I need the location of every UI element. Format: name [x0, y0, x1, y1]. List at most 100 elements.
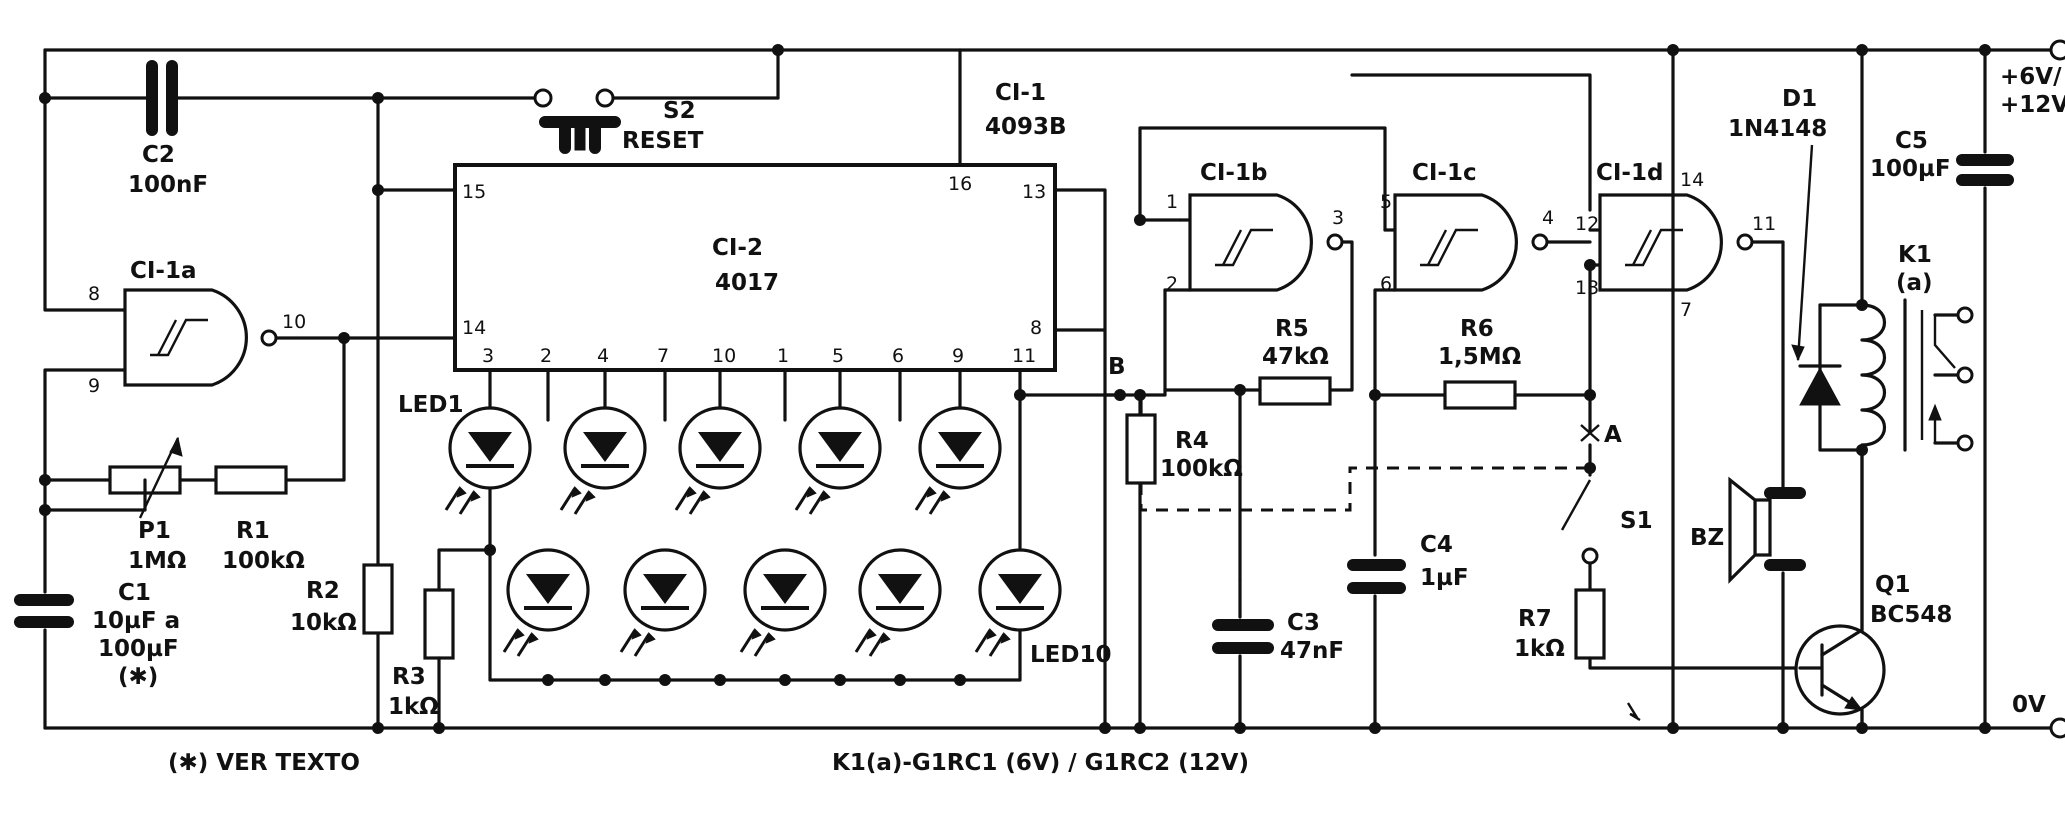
pin-ci2-q7: 6	[892, 345, 904, 367]
pin-ci1b-1: 1	[1166, 191, 1178, 213]
pin-ci1a-10: 10	[282, 311, 306, 333]
gate-ci1a	[123, 288, 248, 387]
led-top-1	[444, 406, 532, 515]
label-point-b: B	[1108, 354, 1126, 380]
labels: CI-1 4093B CI-2 4017 CI-1a CI-1b CI-1c C…	[92, 64, 2065, 776]
led-array	[444, 406, 1062, 657]
note-ver-texto: (✱) VER TEXTO	[168, 750, 360, 776]
label-d1-part: 1N4148	[1728, 116, 1827, 142]
label-k1: K1	[1898, 242, 1932, 268]
led-bottom-2	[619, 548, 707, 657]
label-led1: LED1	[398, 392, 463, 418]
label-bz: BZ	[1690, 525, 1724, 551]
led-bottom-3	[739, 548, 827, 657]
label-ci1-part: 4093B	[985, 114, 1067, 140]
label-p1-value: 1MΩ	[128, 548, 186, 574]
pin-ci1d-13: 13	[1575, 277, 1599, 299]
label-r7-name: R7	[1518, 606, 1552, 632]
ic-ci2-4017	[453, 48, 1122, 730]
pin-ci1c-6: 6	[1380, 273, 1392, 295]
pin-ci2-q2: 4	[597, 345, 609, 367]
note-relay: K1(a)-G1RC1 (6V) / G1RC2 (12V)	[832, 750, 1249, 776]
pin-ci2-q6: 5	[832, 345, 844, 367]
label-q1-part: BC548	[1870, 602, 1952, 628]
resistor-r4	[1125, 413, 1157, 485]
label-reset: RESET	[622, 128, 704, 154]
pin-ci1d-12: 12	[1575, 213, 1599, 235]
label-vplus-1: +6V/	[2000, 64, 2062, 90]
label-r3-name: R3	[392, 664, 426, 690]
label-r4-value: 100kΩ	[1160, 456, 1243, 482]
resistor-r2	[362, 563, 394, 635]
led-top-4	[794, 406, 882, 515]
pin-ci1b-2: 2	[1166, 273, 1178, 295]
label-c4-name: C4	[1420, 532, 1453, 558]
label-ci2: CI-2	[712, 235, 763, 261]
led-top-2	[559, 406, 647, 515]
pin-ci2-q1: 2	[540, 345, 552, 367]
resistor-r1	[214, 465, 288, 495]
label-vplus-2: +12V	[2000, 92, 2065, 118]
label-ci1d: CI-1d	[1596, 160, 1663, 186]
label-q1: Q1	[1875, 572, 1911, 598]
label-r2-value: 10kΩ	[290, 610, 357, 636]
led-bottom-5	[974, 548, 1062, 657]
pin-ci2-8: 8	[1030, 317, 1042, 339]
pin-ci1a-8: 8	[88, 283, 100, 305]
gate-ci1d	[1598, 193, 1723, 292]
label-ci1c: CI-1c	[1412, 160, 1477, 186]
pin-ci2-16: 16	[948, 173, 972, 195]
label-c1-name: C1	[118, 580, 151, 606]
label-ci1a: CI-1a	[130, 258, 197, 284]
vplus-terminal	[2049, 39, 2065, 61]
timer-section	[1103, 73, 1802, 730]
label-r2-name: R2	[306, 578, 340, 604]
label-c2-value: 100nF	[128, 172, 208, 198]
label-c3-name: C3	[1287, 610, 1320, 636]
label-ci2-part: 4017	[715, 270, 779, 296]
label-led10: LED10	[1030, 642, 1111, 668]
junction-dots	[39, 44, 1991, 734]
label-r5-name: R5	[1275, 316, 1309, 342]
label-s2: S2	[663, 98, 696, 124]
label-r5-value: 47kΩ	[1262, 344, 1329, 370]
label-r6-name: R6	[1460, 316, 1494, 342]
label-k1a: (a)	[1896, 270, 1933, 296]
label-c2-name: C2	[142, 142, 175, 168]
led-top-5	[914, 406, 1002, 515]
label-r4-name: R4	[1175, 428, 1209, 454]
label-s1: S1	[1620, 508, 1653, 534]
label-r1-name: R1	[236, 518, 270, 544]
pin-ci1c-4: 4	[1542, 207, 1554, 229]
gate-ci1b	[1188, 193, 1313, 292]
pin-ci1d-11: 11	[1752, 213, 1776, 235]
pin-ci1b-3: 3	[1332, 207, 1344, 229]
label-d1: D1	[1782, 86, 1817, 112]
pin-ci2-q5: 1	[777, 345, 789, 367]
pin-ci2-q0: 3	[482, 345, 494, 367]
label-c4-value: 1µF	[1420, 565, 1469, 591]
oscillator-section	[14, 48, 780, 730]
label-p1-name: P1	[138, 518, 171, 544]
resistor-r3	[423, 588, 455, 660]
gate-ci1c	[1393, 193, 1518, 292]
led-bottom-4	[854, 548, 942, 657]
label-c1-note: (✱)	[118, 664, 158, 690]
label-ci1: CI-1	[995, 80, 1046, 106]
label-r3-value: 1kΩ	[388, 694, 439, 720]
ground-terminal	[2049, 717, 2065, 739]
label-ci1b: CI-1b	[1200, 160, 1267, 186]
label-c5-name: C5	[1895, 128, 1928, 154]
pin-ci1c-5: 5	[1380, 191, 1392, 213]
pin-ci2-q4: 10	[712, 345, 736, 367]
resistor-r7	[1574, 588, 1606, 660]
label-r6-value: 1,5MΩ	[1438, 344, 1521, 370]
label-r1-value: 100kΩ	[222, 548, 305, 574]
label-r7-value: 1kΩ	[1514, 636, 1565, 662]
pin-ci1d-14: 14	[1680, 169, 1704, 191]
resistor-r5	[1258, 376, 1332, 406]
resistor-r6	[1443, 380, 1517, 410]
label-c5-value: 100µF	[1870, 156, 1951, 182]
